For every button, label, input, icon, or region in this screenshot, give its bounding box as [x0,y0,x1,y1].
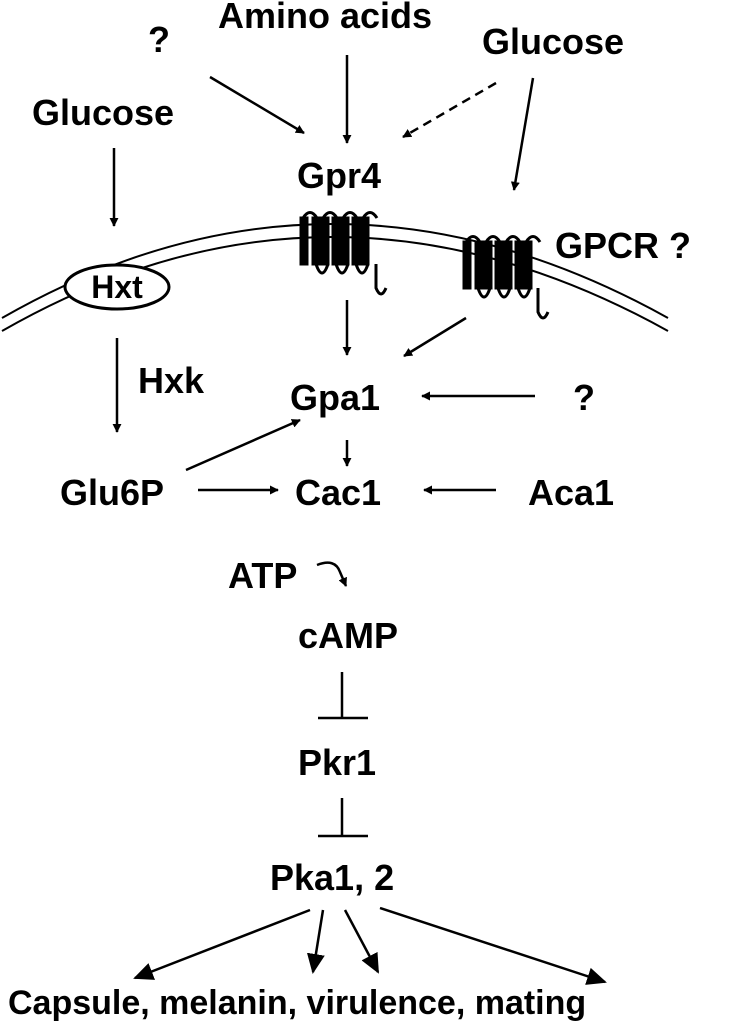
cac1-label: Cac1 [295,472,381,513]
edges [109,55,607,985]
glu6p-label: Glu6P [60,472,164,513]
glucose-left-label: Glucose [32,92,174,133]
aca1-label: Aca1 [528,472,614,513]
gpcr-unknown-receptor-icon [462,235,550,320]
unknown-input-left-label: ? [148,19,170,60]
arrow-pka-to-virulence [343,909,380,974]
hxt-label: Hxt [91,269,143,305]
atp-label: ATP [228,555,297,596]
hxk-label: Hxk [138,360,205,401]
arrow-gpcr-to-gpa1 [403,316,467,358]
gpcr-unknown-label: GPCR ? [555,225,691,266]
inhibition-camp-to-pkr1 [318,672,368,720]
camp-label: cAMP [298,615,398,656]
amino-acids-label: Amino acids [218,0,432,36]
gpa1-label: Gpa1 [290,377,380,418]
arrow-unknown-to-gpr4 [209,75,305,135]
gpr4-label: Gpr4 [297,155,381,196]
hxt-transporter: Hxt [63,263,171,311]
glucose-right-label: Glucose [482,21,624,62]
arrow-atp-to-camp [316,561,348,587]
unknown-input-right-label: ? [573,377,595,418]
dashed-arrow-glucose-to-gpr4 [402,81,497,139]
cellular-outputs-label: Capsule, melanin, virulence, mating [8,984,586,1022]
pkr1-label: Pkr1 [298,742,376,783]
arrow-pka-to-capsule [133,908,311,980]
arrow-pka-to-mating [379,906,607,985]
arrow-pka-to-melanin [306,909,325,974]
arrow-glu6p-to-gpa1 [185,418,301,472]
pka12-label: Pka1, 2 [270,857,394,898]
inhibition-pkr1-to-pka [318,798,368,838]
arrow-glucose-to-gpcr [510,77,535,191]
gpr4-receptor-icon [299,211,388,296]
